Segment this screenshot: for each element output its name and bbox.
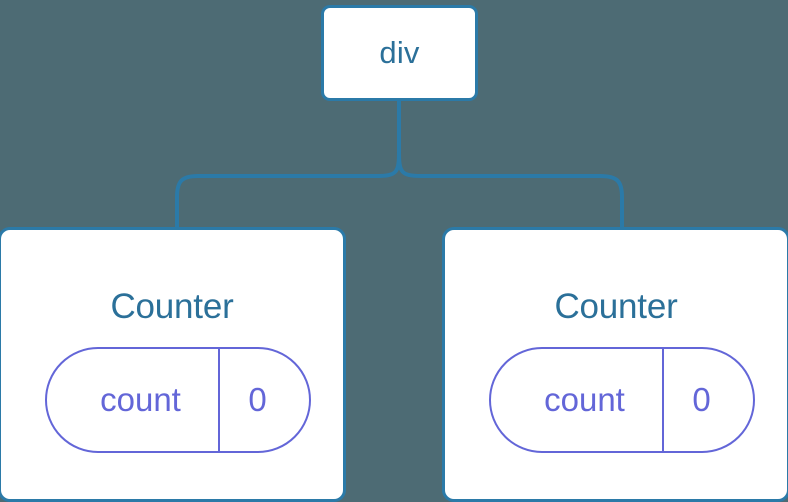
root-node-label: div xyxy=(379,35,420,70)
connector-branch-right xyxy=(397,151,624,229)
state-value-label: 0 xyxy=(692,381,711,418)
connector-branch-left xyxy=(175,151,401,229)
component-title: Counter xyxy=(110,287,234,326)
state-key-label: count xyxy=(47,349,220,451)
node-component-counter-0[interactable]: Counter count 0 xyxy=(0,227,346,502)
state-key-label: count xyxy=(491,349,664,451)
state-pill[interactable]: count 0 xyxy=(45,347,311,453)
state-pill[interactable]: count 0 xyxy=(489,347,755,453)
state-value-label: 0 xyxy=(248,381,267,418)
node-root-div[interactable]: div xyxy=(321,5,478,101)
component-title: Counter xyxy=(554,287,678,326)
node-component-counter-1[interactable]: Counter count 0 xyxy=(442,227,788,502)
